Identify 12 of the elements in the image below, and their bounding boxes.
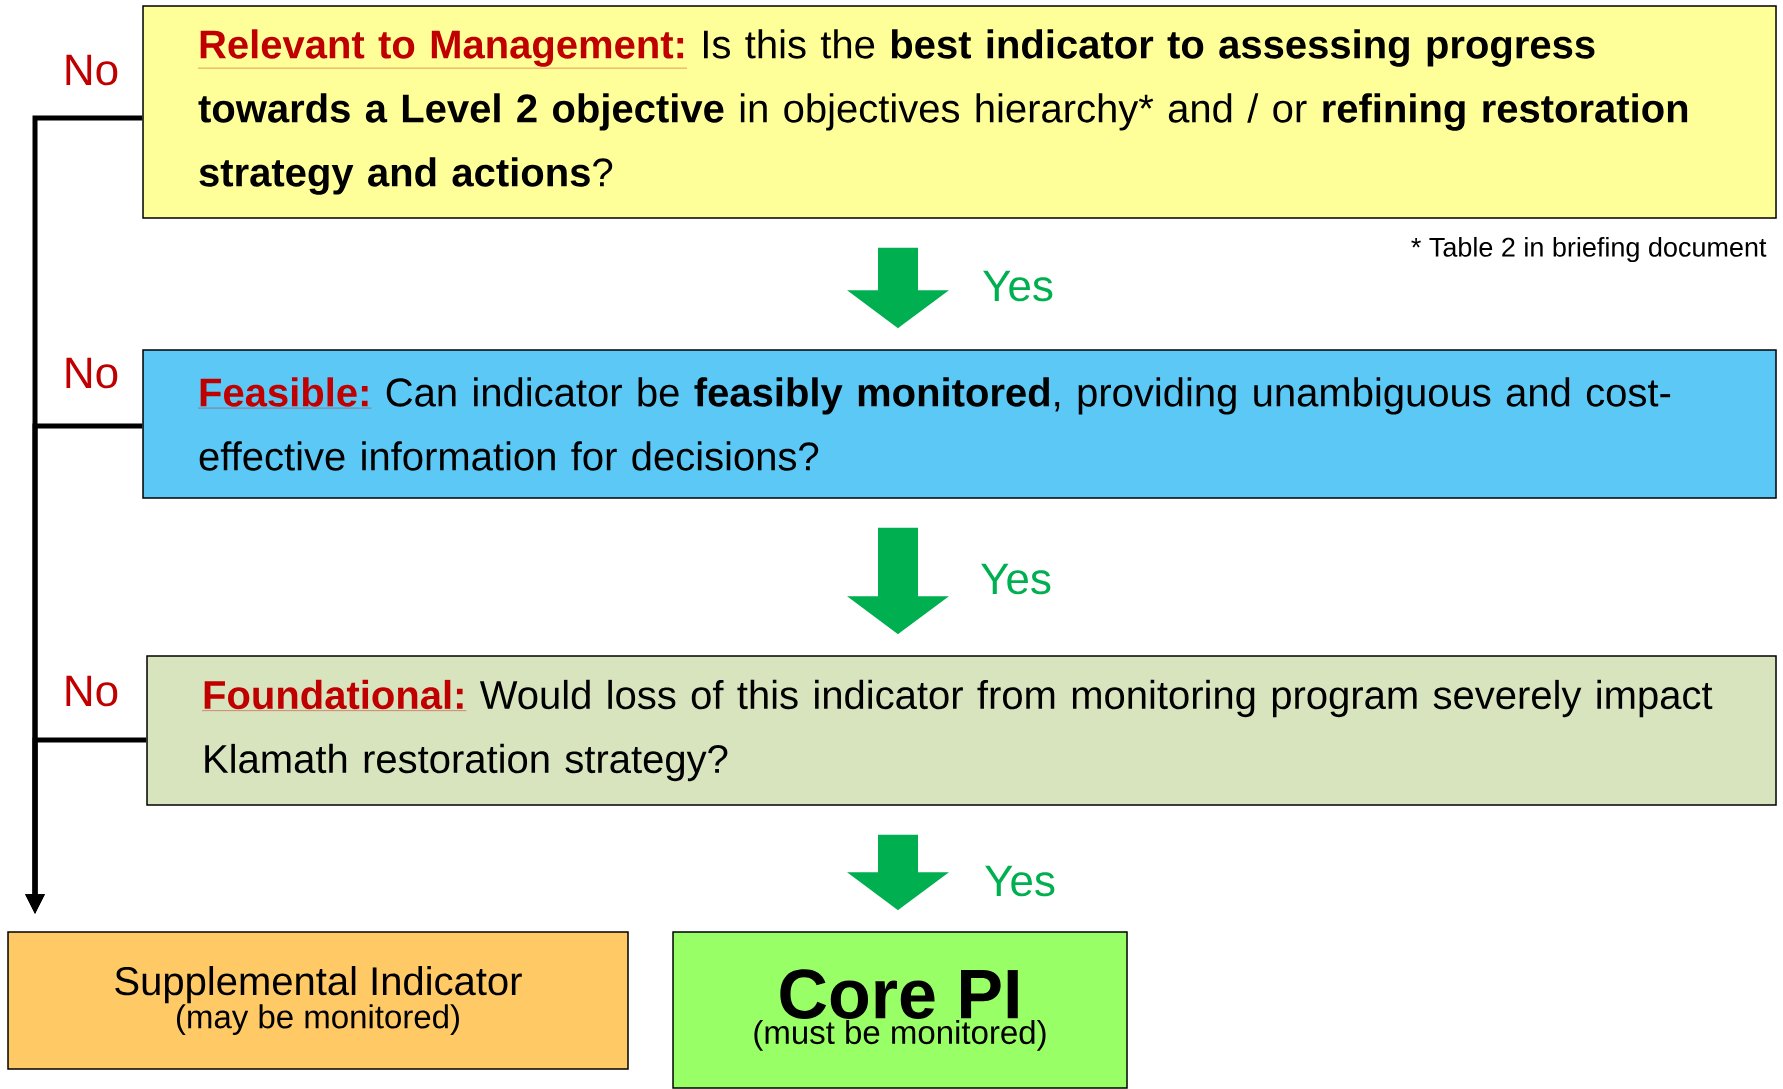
edge-label: No [66,54,118,86]
result-box: Core PI (must be monitored) [672,931,1128,1089]
edge-label: Yes [981,563,1051,595]
footnote: * Table 2 in briefing document [1411,236,1767,263]
edge-label: Yes [985,865,1055,897]
question-box: Feasible: Can indicator be feasibly monitored, providing unambiguous and cost-effective information for decisions? [142,349,1777,499]
edge-label: No [66,675,118,707]
edge-label: No [66,357,118,389]
result-box: Supplemental Indicator (may be monitored) [7,931,629,1070]
edge-label: Yes [983,270,1053,302]
question-box: Foundational: Would loss of this indicator from monitoring program severely impact Klamath restoration strategy? [146,655,1777,806]
question-box: Relevant to Management: Is this the best indicator to assessing progress towards a Level 2 objective in objectives hierarchy* and / or refining restoration strategy and actions? [142,5,1777,219]
